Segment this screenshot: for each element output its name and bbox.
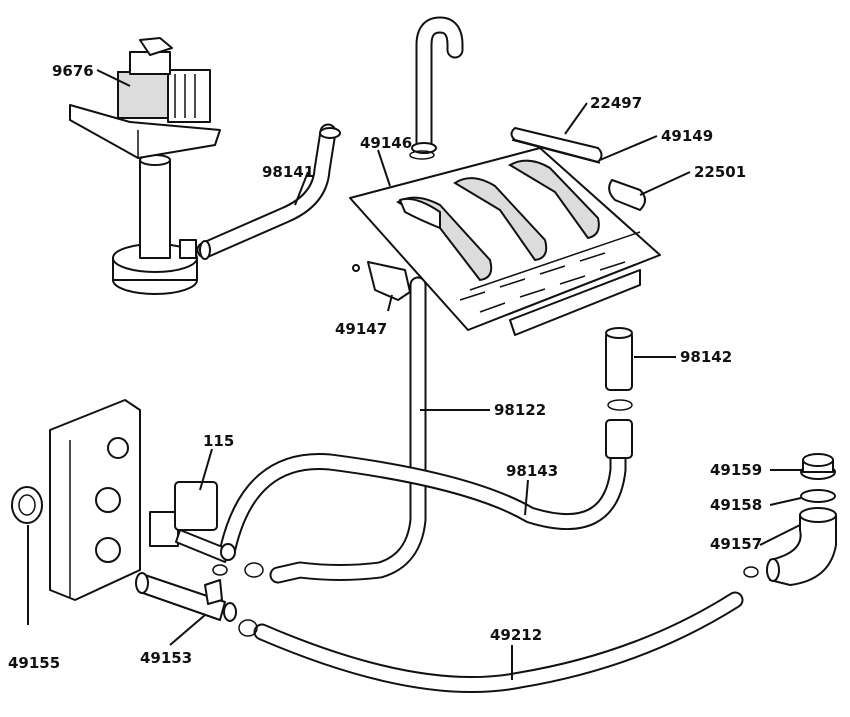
- j-pipe: [411, 16, 464, 154]
- part-49158: [800, 489, 836, 503]
- callout-49146: 49146: [360, 134, 412, 152]
- callout-49147: 49147: [335, 320, 387, 338]
- callout-98141: 98141: [262, 163, 314, 181]
- callout-49159: 49159: [710, 461, 762, 479]
- callout-98142: 98142: [680, 348, 732, 366]
- callout-49212: 49212: [490, 626, 542, 644]
- valve-115: [149, 481, 236, 563]
- bracket-plate: [49, 399, 141, 601]
- part-49155: [11, 486, 43, 524]
- part-98142: [605, 327, 633, 459]
- callout-49153: 49153: [140, 649, 192, 667]
- hose-49212: [253, 591, 744, 694]
- callout-115: 115: [203, 432, 234, 450]
- tee-49153: [135, 572, 237, 622]
- callout-98143: 98143: [506, 462, 558, 480]
- part-49157: [766, 507, 837, 586]
- leader-lines: [27, 69, 802, 680]
- part-49149: [511, 139, 601, 164]
- tray-49146: [349, 147, 661, 336]
- callout-49157: 49157: [710, 535, 762, 553]
- part-22501: [608, 179, 646, 211]
- callout-22497: 22497: [590, 94, 642, 112]
- callout-49149: 49149: [661, 127, 713, 145]
- callout-9676: 9676: [52, 62, 94, 80]
- hose-98143: [219, 436, 627, 557]
- callout-98122: 98122: [494, 401, 546, 419]
- callout-49155: 49155: [8, 654, 60, 672]
- part-49159: [800, 453, 836, 480]
- hose-98122: [269, 276, 427, 584]
- hose-98141: [196, 123, 341, 260]
- callout-22501: 22501: [694, 163, 746, 181]
- pump-9676: [69, 37, 221, 295]
- hose-clamps: [212, 150, 759, 637]
- callout-49158: 49158: [710, 496, 762, 514]
